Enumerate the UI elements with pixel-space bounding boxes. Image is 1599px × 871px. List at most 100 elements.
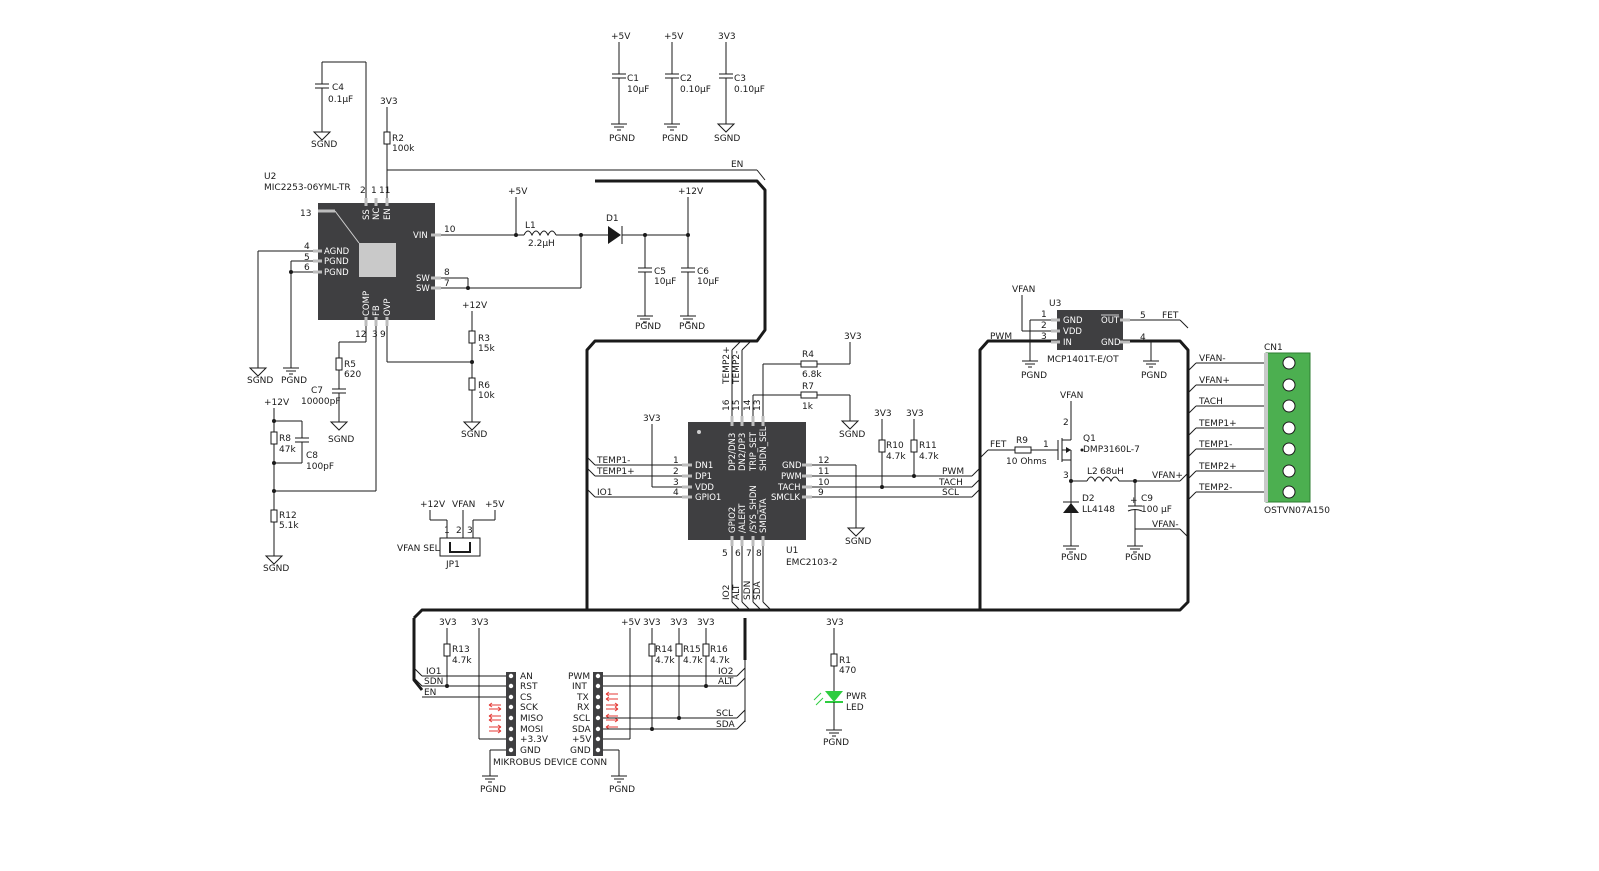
svg-text:+5V: +5V [508,187,528,197]
svg-text:+5V: +5V [572,735,592,745]
svg-text:3: 3 [467,526,473,536]
svg-text:1: 1 [1041,310,1047,320]
svg-text:PWM: PWM [568,672,590,682]
svg-text:U3: U3 [1049,299,1061,309]
svg-text:R14: R14 [655,645,673,655]
svg-text:+12V: +12V [420,500,446,510]
svg-text:3: 3 [1063,471,1069,481]
svg-text:TEMP2-: TEMP2- [1198,483,1232,493]
svg-text:CS: CS [520,693,532,703]
jumper-jp1: +12V VFAN +5V 1 2 3 VFAN SEL JP1 [397,500,505,570]
svg-text:SCL: SCL [716,709,733,719]
svg-text:VFAN-: VFAN- [1199,354,1226,364]
svg-text:16: 16 [722,399,732,411]
svg-text:TEMP2+: TEMP2+ [1198,462,1237,472]
svg-text:0.10µF: 0.10µF [734,85,765,95]
svg-text:0.1µF: 0.1µF [328,95,353,105]
svg-text:R16: R16 [710,645,728,655]
svg-text:IN: IN [1063,338,1072,348]
svg-text:L2: L2 [1087,467,1098,477]
svg-text:GND: GND [520,746,541,756]
svg-text:11: 11 [818,467,829,477]
svg-text:10µF: 10µF [697,277,719,287]
svg-text:GND: GND [1063,316,1083,326]
svg-text:U2: U2 [264,172,276,182]
svg-text:VDD: VDD [695,483,714,493]
svg-text:EMC2103-2: EMC2103-2 [786,558,838,568]
svg-text:DN2/DP3: DN2/DP3 [738,433,748,471]
svg-text:AN: AN [520,672,533,682]
svg-text:1: 1 [371,186,377,196]
svg-text:100k: 100k [392,144,415,154]
svg-text:R6: R6 [478,381,490,391]
svg-text:+5V: +5V [664,32,684,42]
svg-text:10µF: 10µF [654,277,676,287]
svg-text:PGND: PGND [1125,553,1151,563]
svg-text:SGND: SGND [311,140,337,150]
svg-text:620: 620 [344,370,361,380]
svg-text:DP1: DP1 [695,472,712,482]
svg-text:R3: R3 [478,334,490,344]
svg-text:PGND: PGND [662,134,688,144]
svg-text:GND: GND [570,746,591,756]
direction-arrows [488,691,619,734]
svg-text:2.2µH: 2.2µH [528,239,555,249]
svg-text:VFAN-: VFAN- [1152,520,1179,530]
svg-text:MIKROBUS DEVICE CONN: MIKROBUS DEVICE CONN [493,758,607,768]
u1-wiring: TEMP1- TEMP1+ IO1 3V3 TEMP2+ TEMP2- R71k… [586,332,981,611]
svg-text:3V3: 3V3 [670,618,688,628]
svg-text:C5: C5 [654,267,666,277]
label-5v: +5V [611,32,631,42]
svg-text:MIC2253-06YML-TR: MIC2253-06YML-TR [264,183,351,193]
svg-text:SDN: SDN [424,677,443,687]
svg-text:COMP: COMP [362,291,372,316]
svg-text:PGND: PGND [1141,371,1167,381]
svg-text:IO1: IO1 [597,488,612,498]
svg-text:4: 4 [673,488,679,498]
svg-text:MISO: MISO [520,714,543,724]
svg-text:5: 5 [722,549,728,559]
svg-text:SMDATA: SMDATA [759,498,769,533]
svg-text:13: 13 [753,400,763,411]
svg-text:C8: C8 [306,451,318,461]
svg-text:4.7k: 4.7k [683,656,703,666]
svg-text:+12V: +12V [264,398,290,408]
svg-text:4.7k: 4.7k [655,656,675,666]
svg-text:3V3: 3V3 [874,409,892,419]
svg-text:5: 5 [1140,311,1146,321]
svg-text:TEMP1+: TEMP1+ [1198,419,1237,429]
svg-text:6.8k: 6.8k [802,370,822,380]
svg-text:EN: EN [383,208,393,220]
svg-text:11: 11 [379,186,390,196]
svg-text:100 µF: 100 µF [1141,505,1172,515]
svg-text:13: 13 [300,209,311,219]
svg-text:9: 9 [818,488,824,498]
svg-text:GND: GND [1101,338,1121,348]
svg-text:3: 3 [1041,332,1047,342]
svg-text:IO2: IO2 [722,585,732,600]
svg-text:PGND: PGND [324,257,349,267]
svg-text:FET: FET [1162,311,1179,321]
svg-text:SCL: SCL [573,714,590,724]
mikrobus-connector: AN RST CS SCK MISO MOSI +3.3V GND PWM IN… [488,672,619,768]
svg-text:SW: SW [416,274,430,284]
svg-text:SDA: SDA [716,720,735,730]
u3-wiring: VFAN PGND PWM PGND FET [988,285,1189,381]
svg-text:R12: R12 [279,511,297,521]
svg-text:4.7k: 4.7k [886,452,906,462]
svg-text:7: 7 [746,549,752,559]
svg-text:D2: D2 [1082,494,1095,504]
svg-text:PGND: PGND [609,785,635,795]
svg-text:R5: R5 [344,360,356,370]
svg-text:SDN: SDN [743,581,753,600]
svg-text:GPIO1: GPIO1 [695,493,721,503]
svg-text:D1: D1 [606,214,619,224]
svg-text:3V3: 3V3 [844,332,862,342]
svg-text:GND: GND [782,461,802,471]
svg-text:PWR: PWR [846,692,867,702]
svg-text:PWM: PWM [990,332,1012,342]
svg-text:/ALERT: /ALERT [738,503,748,533]
